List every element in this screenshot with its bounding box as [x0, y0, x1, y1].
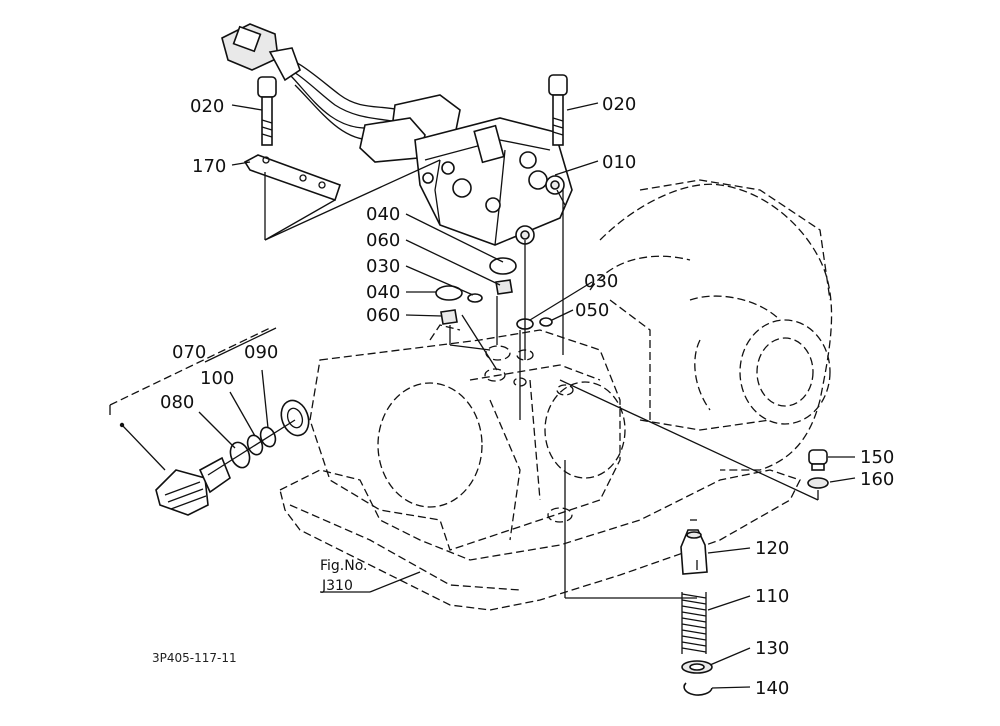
- callout-070: 070: [172, 342, 206, 363]
- spring-110: [681, 592, 707, 654]
- relief-valve-group: [109, 327, 310, 516]
- callout-060-lower: 060: [366, 305, 400, 326]
- bolt-020-left: [257, 76, 277, 146]
- callout-100: 100: [200, 368, 234, 389]
- callout-labels: 020 020 170 010 040 060 030 040 060 030 …: [152, 94, 894, 699]
- figure-ref-line2: J310: [321, 578, 353, 594]
- callout-160: 160: [860, 469, 894, 490]
- bolt-020-right: [548, 74, 568, 146]
- callout-120: 120: [755, 538, 789, 559]
- drawing-code: 3P405-117-11: [152, 651, 237, 665]
- base-plate: [279, 469, 801, 611]
- solenoid-valve-assembly: [221, 23, 573, 246]
- transmission-housing: [589, 179, 833, 471]
- callout-020-right: 020: [602, 94, 636, 115]
- callout-140: 140: [755, 678, 789, 699]
- callout-030-right: 030: [584, 271, 618, 292]
- callout-080: 080: [160, 392, 194, 413]
- callout-090: 090: [244, 342, 278, 363]
- callout-040-lower: 040: [366, 282, 400, 303]
- callout-010: 010: [602, 152, 636, 173]
- o-rings-and-plugs: [435, 189, 566, 420]
- callout-050: 050: [575, 300, 609, 321]
- callout-060-upper: 060: [366, 230, 400, 251]
- plug-150-washer-160: [559, 379, 829, 501]
- figure-ref-line1: Fig.No.: [320, 558, 368, 574]
- callout-040-upper: 040: [366, 204, 400, 225]
- callout-020-left: 020: [190, 96, 224, 117]
- callout-170: 170: [192, 156, 226, 177]
- callout-130: 130: [755, 638, 789, 659]
- poppet-spring-stack: [564, 460, 713, 696]
- leader-lines: [198, 102, 856, 689]
- callout-030-left: 030: [366, 256, 400, 277]
- callout-110: 110: [755, 586, 789, 607]
- bracket-170: [243, 154, 441, 241]
- callout-150: 150: [860, 447, 894, 468]
- hydraulic-case: [309, 324, 626, 551]
